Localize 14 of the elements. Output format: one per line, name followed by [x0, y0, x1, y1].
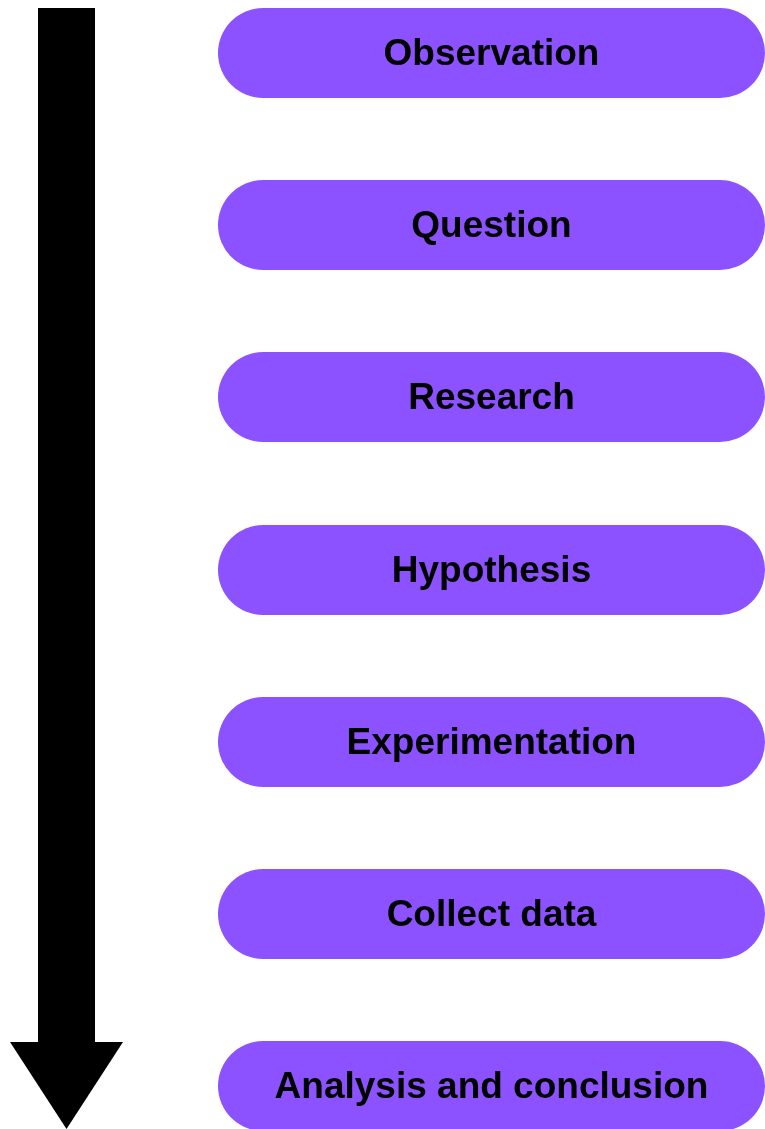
step-label: Research — [408, 376, 575, 419]
step-label: Hypothesis — [391, 548, 592, 591]
step-pill — [218, 180, 765, 271]
step-label: Analysis and conclusion — [274, 1065, 709, 1108]
step-pill — [218, 869, 765, 959]
step-label: Observation — [383, 32, 600, 74]
step-label: Collect data — [386, 893, 597, 935]
step-pill — [218, 524, 765, 615]
step-pill — [218, 1041, 765, 1129]
step-pill — [218, 352, 765, 443]
step-pill — [218, 8, 765, 98]
step-label: Question — [411, 204, 572, 247]
step-pill — [218, 696, 765, 787]
step-label: Experimentation — [346, 720, 637, 763]
